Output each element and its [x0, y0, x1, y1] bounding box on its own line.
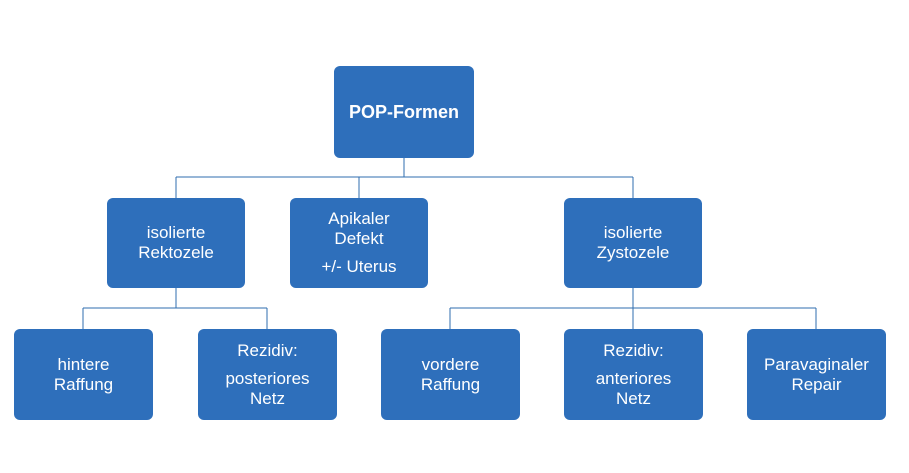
node-apikaler-defekt: Apikaler Defekt +/- Uterus: [290, 198, 428, 288]
node-label-line: posteriores: [225, 368, 310, 388]
node-pop-formen: POP-Formen: [334, 66, 474, 158]
node-vordere-raffung: vordere Raffung: [381, 329, 520, 420]
node-label: POP-Formen: [348, 102, 459, 122]
node-label-line: Rezidiv:: [603, 340, 664, 360]
node-label-line: Repair: [791, 374, 842, 394]
node-label-line: Rektozele: [138, 243, 214, 262]
node-label-line: vordere: [421, 354, 480, 374]
node-label-line: isolierte: [146, 223, 206, 242]
node-paravaginaler-repair: Paravaginaler Repair: [747, 329, 886, 420]
node-label-extra: +/- Uterus: [321, 257, 397, 276]
node-label-line: hintere: [57, 354, 110, 374]
node-label-line: Zystozele: [596, 243, 670, 262]
node-label-line: Raffung: [420, 374, 481, 394]
node-label-line: anteriores: [595, 368, 672, 388]
node-label-line: Netz: [250, 388, 285, 408]
node-isolierte-zystozele: isolierte Zystozele: [564, 198, 702, 288]
node-isolierte-rektozele: isolierte Rektozele: [107, 198, 245, 288]
node-hintere-raffung: hintere Raffung: [14, 329, 153, 420]
node-label-line: Apikaler: [328, 209, 390, 228]
node-label-line: Netz: [616, 388, 651, 408]
node-label-line: Raffung: [53, 374, 114, 394]
node-label-line: Defekt: [334, 229, 384, 248]
node-label-line: Paravaginaler: [764, 354, 869, 374]
node-label-line: isolierte: [603, 223, 663, 242]
node-label-line: Rezidiv:: [237, 340, 298, 360]
node-rezidiv-posteriores-netz: Rezidiv: posteriores Netz: [198, 329, 337, 420]
node-rezidiv-anteriores-netz: Rezidiv: anteriores Netz: [564, 329, 703, 420]
